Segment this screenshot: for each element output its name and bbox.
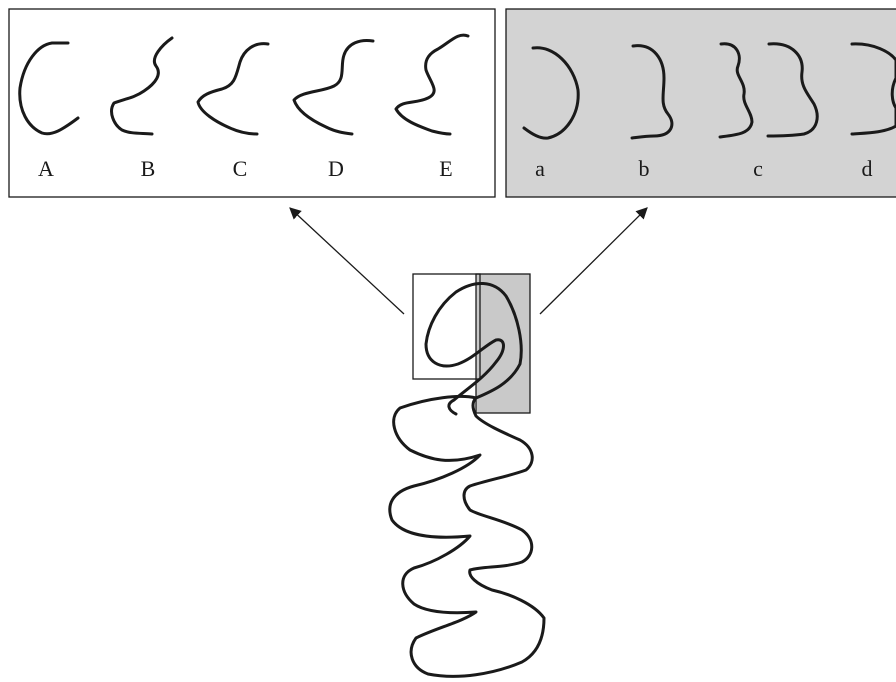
label-b: b — [639, 156, 650, 181]
label-B: B — [141, 156, 156, 181]
shape-d-lower — [850, 42, 896, 136]
left-selection-box — [412, 273, 481, 380]
coiled-figure — [388, 282, 546, 678]
coil-outline — [388, 394, 546, 678]
shape-e — [394, 33, 470, 136]
right-panel-frame — [505, 8, 896, 198]
label-E: E — [439, 156, 452, 181]
left-panel: A B C D E — [8, 8, 496, 198]
arrow-to-right-panel — [539, 207, 648, 315]
label-a: a — [535, 156, 545, 181]
label-c: c — [753, 156, 763, 181]
shape-a — [18, 41, 80, 136]
shape-c-lower-right — [766, 42, 819, 138]
label-A: A — [38, 156, 54, 181]
shape-c — [196, 42, 270, 136]
shape-b-lower — [630, 44, 674, 140]
label-D: D — [328, 156, 344, 181]
shape-c-lower-left — [718, 42, 754, 139]
arrow-to-left-panel — [289, 207, 405, 315]
label-d: d — [862, 156, 873, 181]
shape-a-lower — [522, 46, 580, 140]
shape-b — [110, 36, 174, 136]
left-panel-frame — [8, 8, 496, 198]
shape-d — [292, 39, 375, 136]
coil-head — [424, 282, 523, 416]
right-panel: a b c d — [505, 8, 896, 198]
label-C: C — [233, 156, 248, 181]
